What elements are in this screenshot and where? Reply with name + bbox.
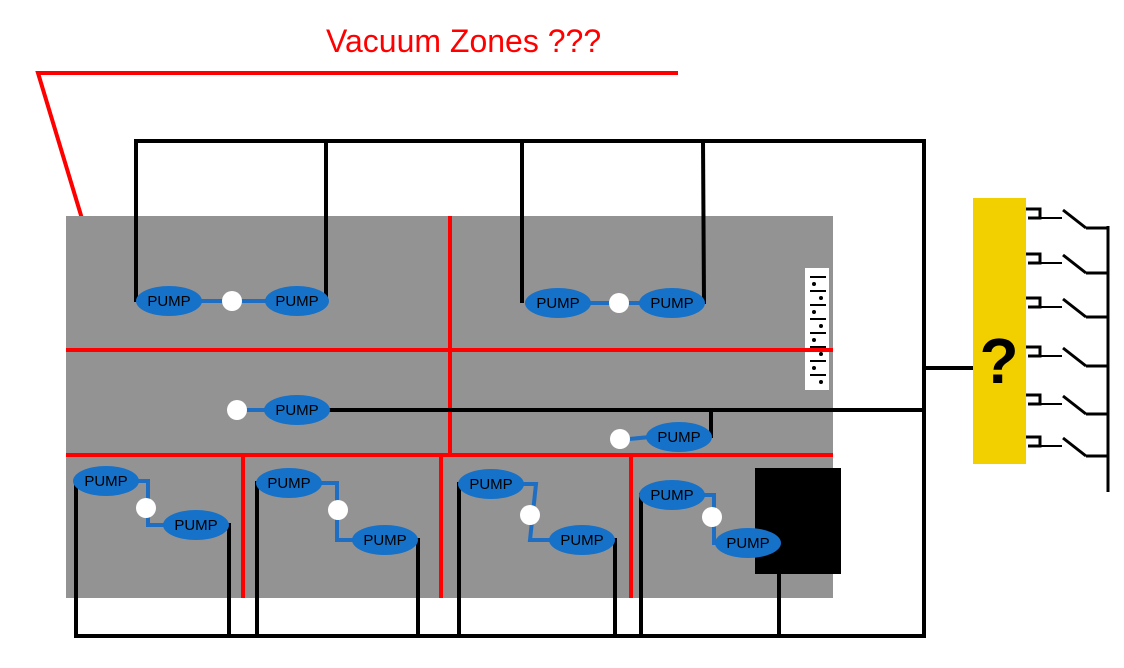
title-pointer-line (35, 71, 678, 266)
power-wiring (74, 138, 977, 638)
pump-label: PUMP (267, 475, 310, 492)
pump-label: PUMP (536, 295, 579, 312)
valve (702, 507, 722, 527)
valve (520, 505, 540, 525)
controller-question-mark: ? (979, 325, 1018, 397)
pump-label: PUMP (650, 487, 693, 504)
pump: PUMP (136, 286, 202, 316)
zone-dividers (66, 216, 833, 598)
pump: PUMP (715, 528, 781, 558)
pump: PUMP (73, 466, 139, 496)
valve (328, 500, 348, 520)
pump-label: PUMP (363, 532, 406, 549)
valves (136, 291, 722, 527)
pump: PUMP (639, 288, 705, 318)
sensor-strip (805, 268, 829, 390)
pump-label: PUMP (147, 293, 190, 310)
pump-label: PUMP (84, 473, 127, 490)
black-block (755, 468, 841, 574)
valve (610, 429, 630, 449)
pump: PUMP (264, 395, 330, 425)
pump: PUMP (265, 286, 329, 316)
pump: PUMP (549, 525, 615, 555)
valve (609, 293, 629, 313)
valve (222, 291, 242, 311)
valve (136, 498, 156, 518)
pump: PUMP (163, 510, 229, 540)
pump-label: PUMP (650, 295, 693, 312)
pump: PUMP (256, 468, 322, 498)
diagram-title: Vacuum Zones ??? (326, 23, 601, 59)
pump: PUMP (639, 480, 705, 510)
controller: ? (973, 198, 1026, 464)
pump: PUMP (525, 288, 591, 318)
pump-label: PUMP (275, 293, 318, 310)
pump: PUMP (646, 422, 712, 452)
pump-label: PUMP (560, 532, 603, 549)
pump-label: PUMP (726, 535, 769, 552)
pump-label: PUMP (174, 517, 217, 534)
pumps: PUMP PUMP PUMP PUMP PUMP PUMP PUMP PUMP (73, 286, 781, 558)
output-switches (1026, 207, 1110, 492)
pump-label: PUMP (469, 476, 512, 493)
controller-box (973, 198, 1026, 464)
pump-label: PUMP (657, 429, 700, 446)
pump: PUMP (458, 469, 524, 499)
pump-label: PUMP (275, 402, 318, 419)
pump: PUMP (352, 525, 418, 555)
valve (227, 400, 247, 420)
